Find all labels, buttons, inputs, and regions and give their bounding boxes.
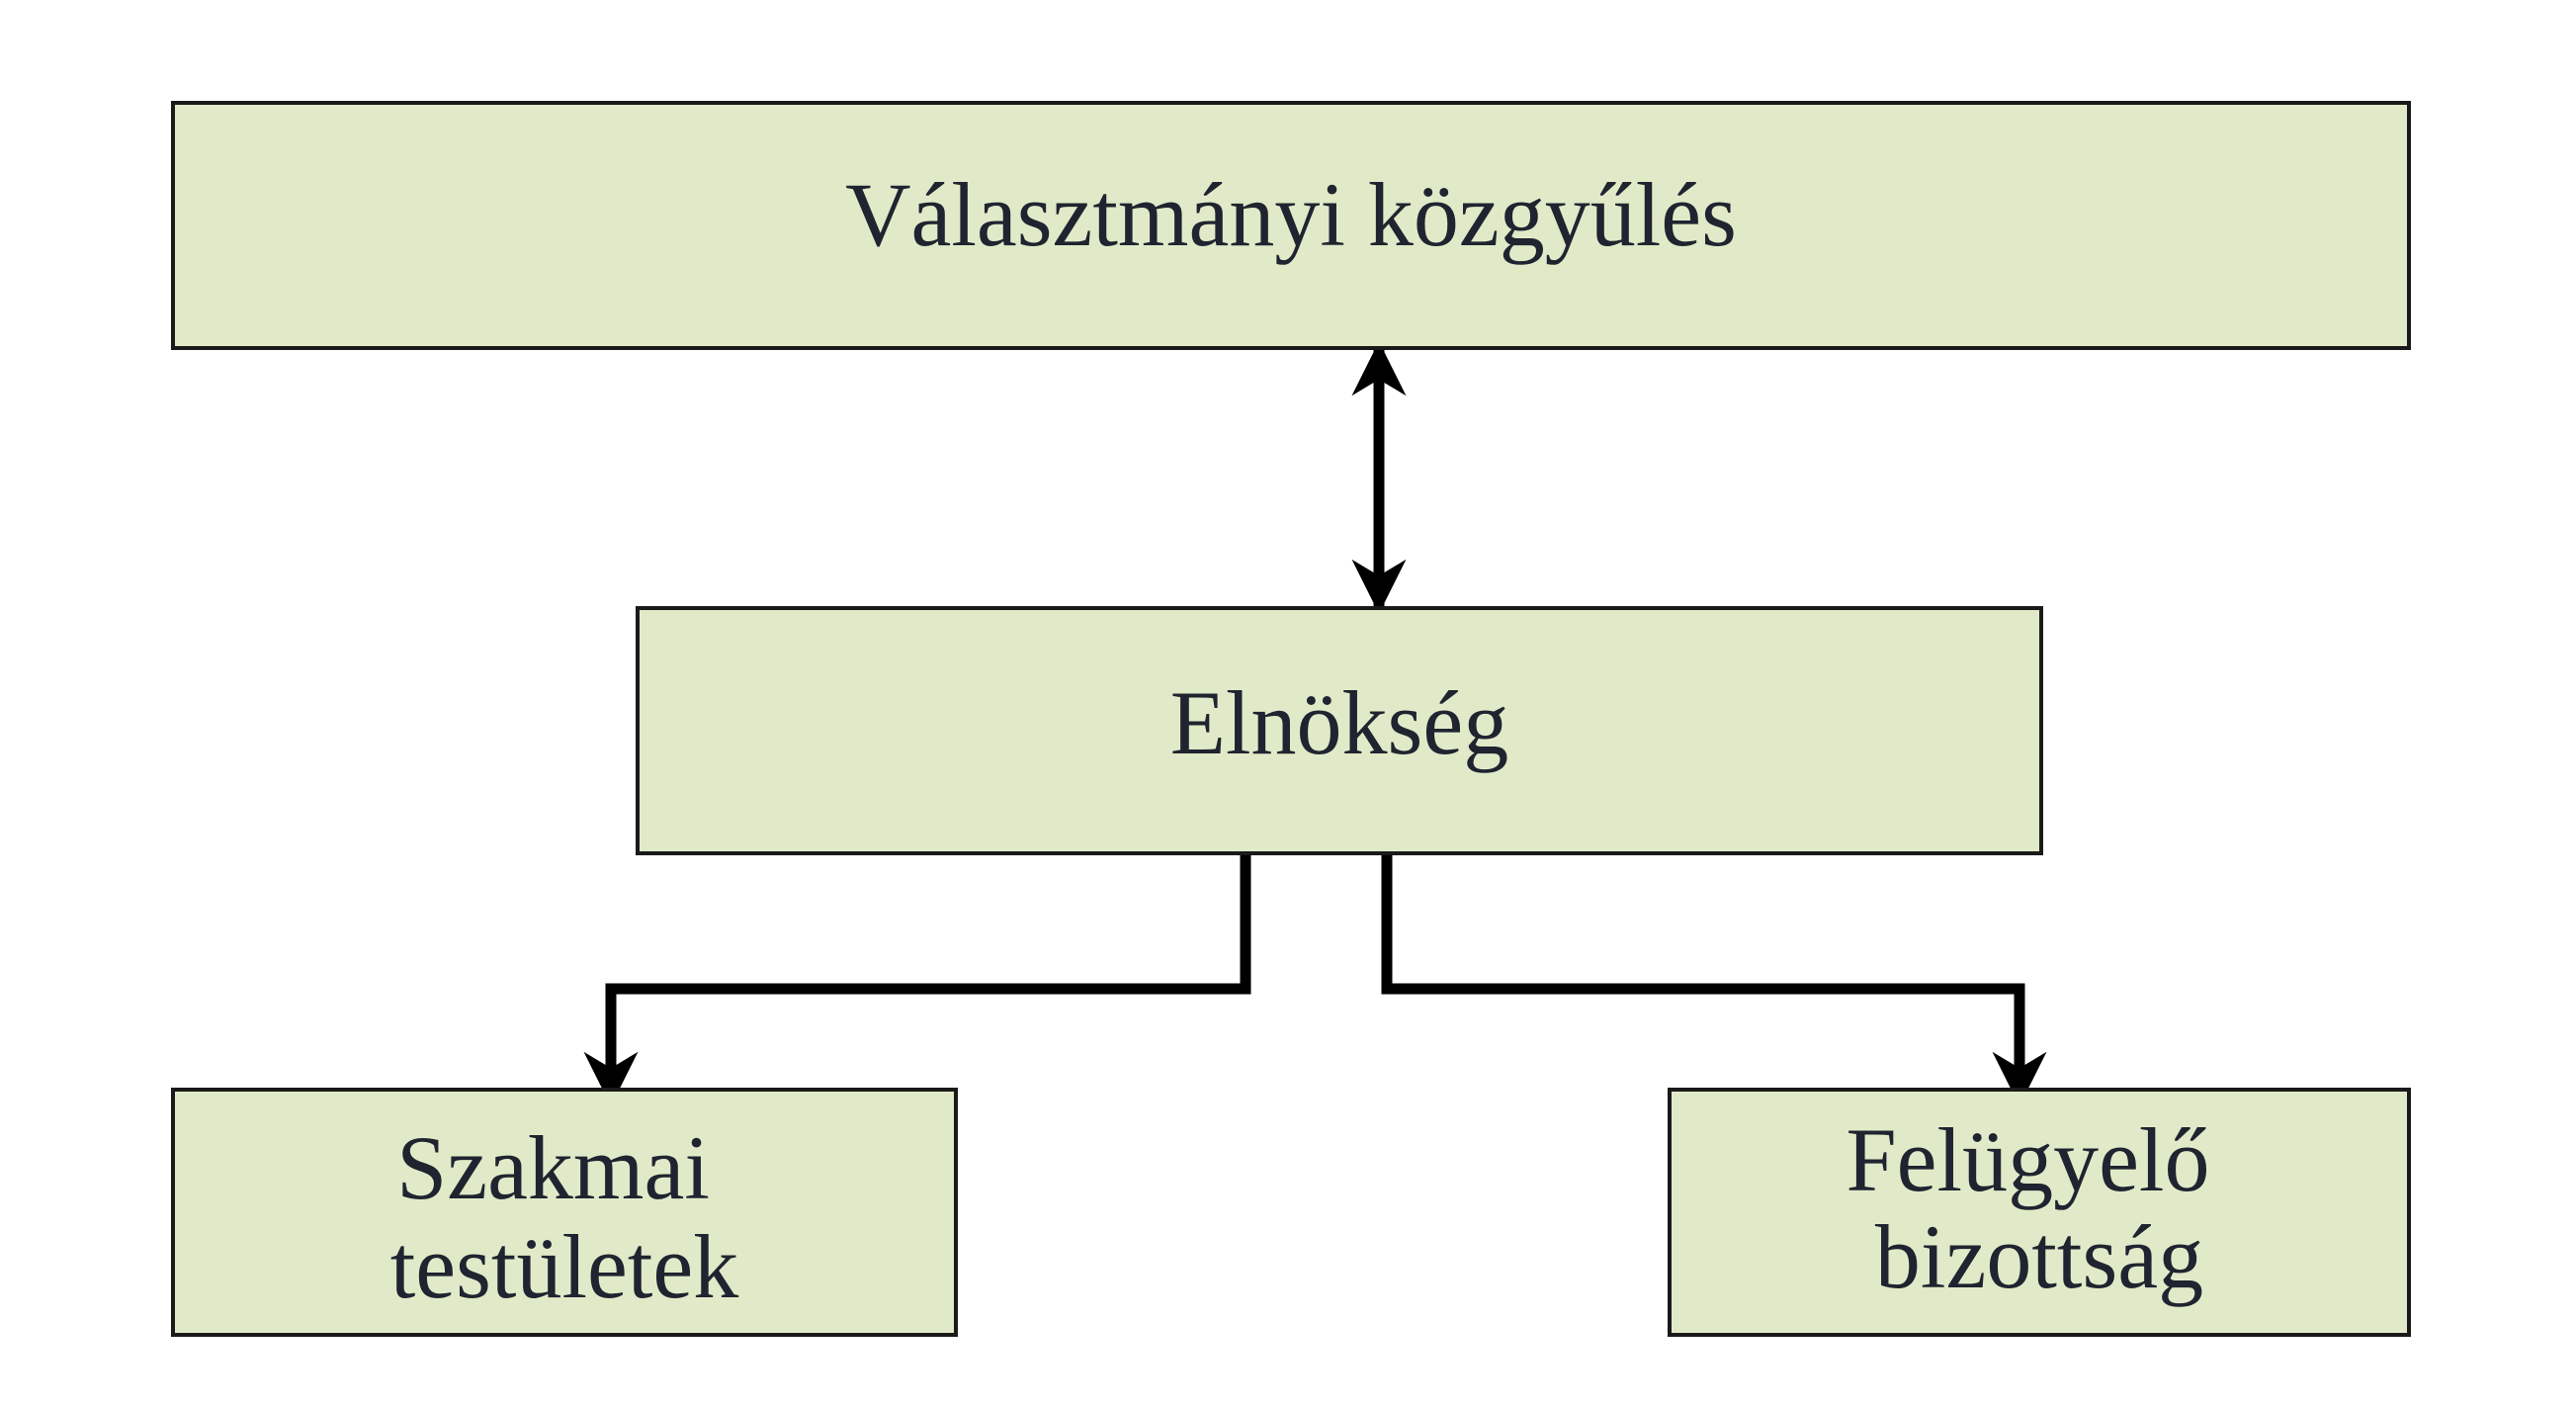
- node-assembly-box: [171, 101, 2411, 350]
- connectors: [583, 341, 2047, 1106]
- node-presidency-box: [636, 606, 2043, 855]
- node-professional-bodies: Szakmai testületek: [171, 1088, 958, 1337]
- node-presidency-label: Elnökség: [1170, 672, 1508, 773]
- node-presidency: Elnökség: [636, 606, 2043, 855]
- node-supervisory-board-line-1: Felügyelő: [1846, 1109, 2210, 1210]
- node-supervisory-board-line-2: bizottság: [1875, 1206, 2203, 1307]
- node-assembly-label: Választmányi közgyűlés: [845, 164, 1737, 265]
- edge-presidency-supervisory-board: [1381, 854, 2047, 1106]
- node-supervisory-board-label: Felügyelő bizottság: [1846, 1109, 2233, 1307]
- node-professional-bodies-line-1: Szakmai: [396, 1117, 710, 1218]
- node-professional-bodies-line-2: testületek: [390, 1216, 739, 1317]
- edge-presidency-professional-bodies: [583, 854, 1251, 1106]
- node-assembly: Választmányi közgyűlés: [171, 101, 2411, 350]
- node-professional-bodies-label: Szakmai testületek: [390, 1117, 739, 1317]
- node-supervisory-board: Felügyelő bizottság: [1668, 1088, 2411, 1337]
- node-assembly-line: Választmányi közgyűlés: [845, 164, 1737, 265]
- node-professional-bodies-box: [171, 1088, 958, 1337]
- node-presidency-line: Elnökség: [1170, 672, 1508, 773]
- node-supervisory-board-box: [1668, 1088, 2411, 1337]
- edge-presidency-professional-bodies: [611, 854, 1245, 989]
